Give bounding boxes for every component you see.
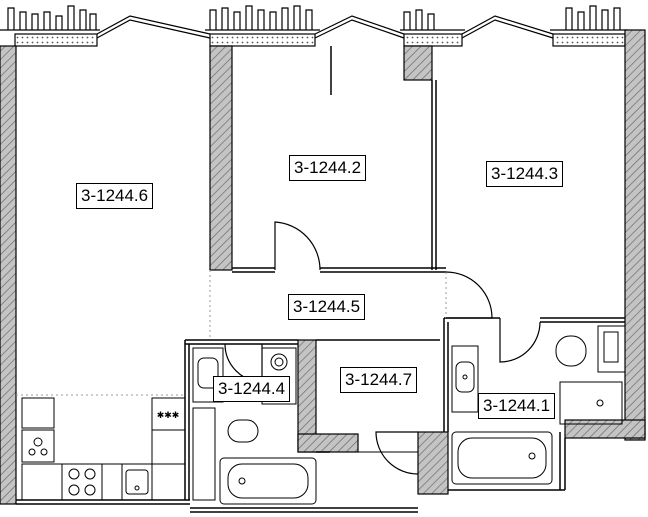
room-label-4: 3-1244.4: [213, 376, 291, 402]
facade-top: [0, 5, 628, 47]
room-label-6: 3-1244.6: [76, 183, 154, 209]
room-label-5: 3-1244.5: [288, 294, 366, 320]
bathroom-right-fixtures: [451, 325, 626, 485]
room-label-7: 3-1244.7: [340, 367, 418, 393]
bathroom-left-fixtures: [192, 347, 317, 505]
zone-lines: [16, 270, 447, 396]
walls: [0, 29, 646, 505]
room-label-1: 3-1244.1: [478, 393, 556, 419]
room-label-3: 3-1244.3: [486, 161, 564, 187]
kitchen: ✱✱✱: [21, 397, 186, 501]
svg-text:✱✱✱: ✱✱✱: [157, 410, 180, 420]
room-label-2: 3-1244.2: [289, 155, 367, 181]
